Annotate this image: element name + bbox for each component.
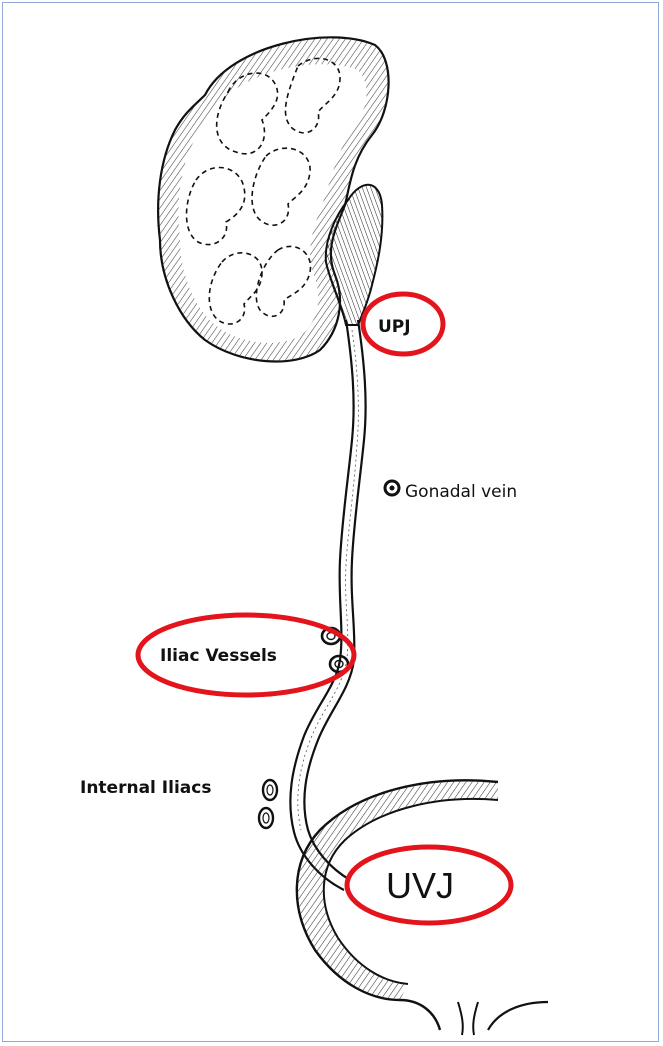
- iliac-vessels-label: Iliac Vessels: [160, 646, 277, 666]
- uvj-label: UVJ: [386, 865, 454, 906]
- gonadal-vein-marker: [385, 481, 399, 495]
- upj-label: UPJ: [378, 317, 411, 337]
- gonadal-vein-label: Gonadal vein: [405, 482, 517, 502]
- bladder: [297, 780, 548, 1035]
- internal-iliacs-marker: [259, 780, 277, 828]
- internal-iliacs-label: Internal Iliacs: [80, 778, 211, 798]
